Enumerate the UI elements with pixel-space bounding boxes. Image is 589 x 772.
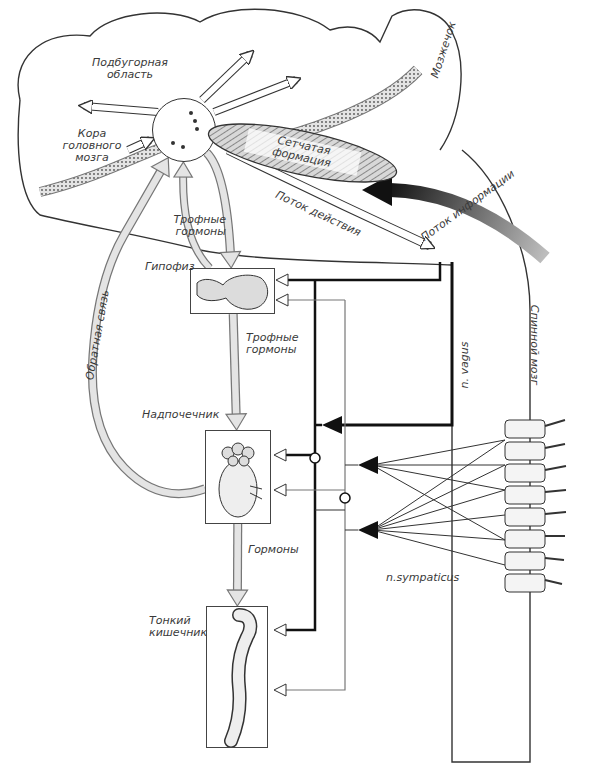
edge-label: Трофные гормоны xyxy=(246,332,306,356)
hypothalamus-circle: Подбугорная область xyxy=(152,98,216,162)
vessel xyxy=(250,486,262,499)
arrow-outline xyxy=(202,54,250,100)
annotation-label: Мозжечок xyxy=(429,20,459,79)
annotation-label: n.sympaticus xyxy=(386,572,486,584)
connector-outline xyxy=(233,314,236,416)
vertebra xyxy=(505,420,545,438)
connector-outline xyxy=(233,524,242,592)
connector-arrow xyxy=(227,524,247,606)
annotation-label: n. vagus xyxy=(459,342,471,389)
nucleus-dot xyxy=(193,119,197,123)
input-arrow xyxy=(128,140,150,150)
annotation-label: Кора головного мозга xyxy=(56,128,128,164)
node-label: Гипофиз xyxy=(145,261,191,273)
vertebra-spines xyxy=(545,420,566,584)
output-arrow xyxy=(202,54,250,100)
ganglion xyxy=(358,456,378,474)
intestine-tube xyxy=(231,615,250,741)
nucleus-dot xyxy=(189,111,193,115)
annotation-label: Поток действия xyxy=(274,189,363,239)
arrow-head xyxy=(152,158,170,177)
vertebra xyxy=(505,508,545,526)
arrow-head xyxy=(227,590,247,606)
adrenal-lobe xyxy=(228,456,238,466)
edge-label: Обратная связь xyxy=(84,289,112,381)
nerve-ending xyxy=(276,274,288,286)
intestine-art xyxy=(207,607,267,747)
ganglion xyxy=(322,416,342,434)
nucleus-dot xyxy=(171,141,175,145)
connector-fill xyxy=(207,153,231,254)
junction xyxy=(340,493,350,503)
connector-fill xyxy=(234,524,241,592)
output-arrow xyxy=(84,106,158,112)
intestine-box: Тонкий кишечник xyxy=(206,606,268,748)
connector-arrow xyxy=(226,314,246,430)
connector-fill xyxy=(233,314,236,416)
vertebrae xyxy=(505,420,566,592)
connector-outline xyxy=(207,153,231,254)
arrow-head xyxy=(220,251,240,268)
nerve-ending xyxy=(274,449,286,461)
nerve-fiber xyxy=(315,465,358,530)
node-label: Подбугорная область xyxy=(75,57,185,81)
adrenal-art xyxy=(206,431,270,523)
nerve-ending xyxy=(274,684,286,696)
vertebra xyxy=(505,486,545,504)
pituitary-gland xyxy=(197,275,268,309)
arrow-head xyxy=(226,414,246,430)
connector-arrow xyxy=(207,153,241,268)
arrow-outline xyxy=(128,140,150,150)
vertebra xyxy=(505,574,545,592)
reticular-formation: Сетчатая формация xyxy=(202,110,402,196)
annotation-label: Поток информации xyxy=(419,168,517,244)
edge-label: Гормоны xyxy=(248,544,308,556)
nerve-ending xyxy=(276,294,288,306)
sympathetic-fibers xyxy=(372,440,505,565)
vertebra xyxy=(505,552,545,570)
arrow-head xyxy=(174,162,192,177)
kidney xyxy=(219,461,257,517)
arrow-outline xyxy=(84,106,158,112)
intestine-tube-edge xyxy=(231,615,250,741)
ganglion xyxy=(358,521,378,539)
nerve-ending xyxy=(274,484,286,496)
vertebra xyxy=(505,464,545,482)
junction xyxy=(310,453,320,463)
pituitary-box: Гипофиз xyxy=(190,268,275,314)
adrenal-lobe xyxy=(239,456,249,466)
nerve-fiber xyxy=(284,262,440,280)
annotation-label: Спинной мозг xyxy=(528,305,540,385)
pituitary-art xyxy=(191,269,274,313)
edge-label: Трофные гормоны xyxy=(172,214,226,238)
nucleus-art xyxy=(153,99,214,160)
reticular-ellipse xyxy=(204,112,401,194)
node-label: Тонкий кишечник xyxy=(149,615,203,639)
output-arrow xyxy=(214,80,296,112)
node-label: Надпочечник xyxy=(142,409,252,421)
nucleus-dot xyxy=(181,145,185,149)
adrenal-box: Надпочечник xyxy=(205,430,271,524)
vertebra xyxy=(505,442,545,460)
nerve-ending xyxy=(274,624,286,636)
nucleus-dot xyxy=(195,127,199,131)
vagus-nerve xyxy=(342,262,452,425)
vertebra xyxy=(505,530,545,548)
arrow-outline xyxy=(214,80,296,112)
